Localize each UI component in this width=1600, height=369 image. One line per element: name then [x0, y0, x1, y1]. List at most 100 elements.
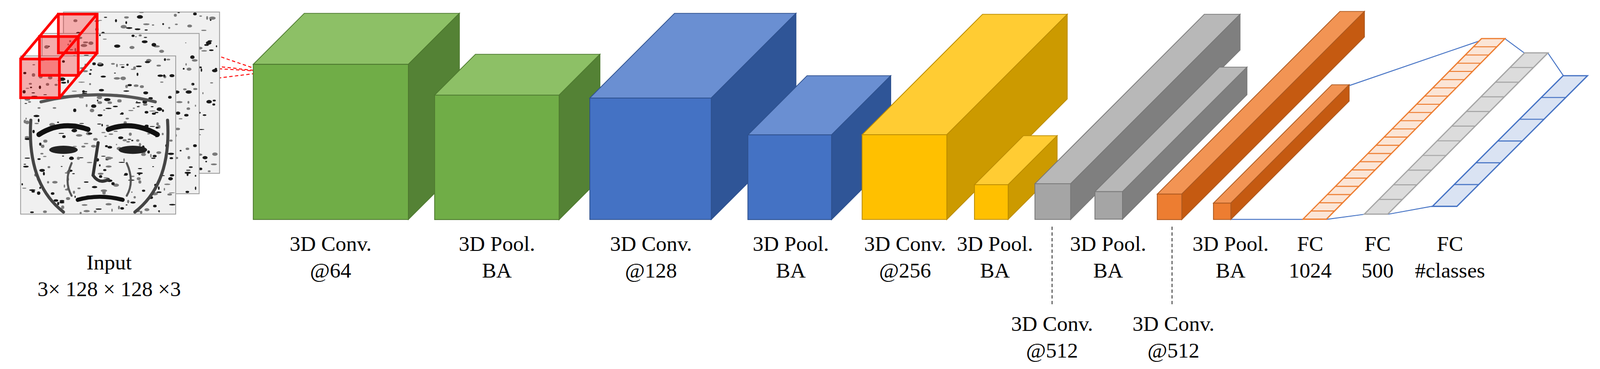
texture-dot: [187, 24, 192, 28]
vector-cell-divider: [1393, 184, 1417, 186]
texture-dot: [190, 82, 195, 86]
texture-dot: [200, 29, 207, 32]
texture-dot: [42, 210, 47, 213]
texture-dot: [105, 108, 112, 110]
vector-cell-divider: [1440, 79, 1465, 81]
layer-size: BA: [458, 257, 536, 284]
texture-dot: [23, 119, 26, 124]
texture-dot: [123, 90, 130, 92]
face-stroke: [77, 197, 123, 200]
texture-dot: [188, 166, 193, 169]
texture-dot: [136, 15, 143, 19]
texture-dot: [108, 133, 113, 136]
texture-dot: [69, 156, 74, 160]
texture-dot: [169, 74, 175, 78]
texture-dot: [185, 190, 189, 194]
texture-dot: [177, 12, 180, 14]
layer-type: 3D Conv.: [289, 230, 372, 258]
texture-dot: [156, 122, 159, 127]
texture-dot: [138, 34, 142, 37]
texture-dot: [89, 69, 92, 71]
face-stroke: [134, 120, 168, 213]
texture-dot: [150, 106, 154, 108]
texture-dot: [107, 146, 112, 150]
texture-dot: [84, 91, 88, 93]
texture-dot: [37, 119, 40, 123]
texture-dot: [101, 123, 103, 127]
texture-dot: [93, 210, 97, 213]
texture-dot: [167, 152, 174, 156]
texture-dot: [192, 144, 197, 148]
texture-dot: [178, 118, 183, 120]
texture-dot: [117, 206, 120, 210]
texture-dot: [155, 126, 159, 130]
vector-cell-divider: [1400, 120, 1424, 122]
texture-dot: [129, 46, 135, 50]
texture-dot: [112, 105, 119, 108]
cube-front: [434, 94, 560, 220]
texture-dot: [158, 210, 160, 212]
texture-dot: [156, 151, 161, 155]
face-sketch: [29, 94, 168, 213]
input-volume: Input3× 128 × 128 ×3: [18, 9, 223, 217]
texture-dot: [127, 84, 132, 87]
texture-dot: [105, 203, 112, 206]
layer-label: 3D Conv.@256: [864, 230, 946, 284]
layer-label: 3D Conv.@128: [610, 230, 693, 284]
vector-cell-divider: [1392, 128, 1416, 130]
texture-dot: [118, 161, 125, 163]
vector-cell-divider: [1432, 87, 1457, 89]
texture-dot: [211, 152, 218, 157]
texture-dot: [192, 88, 198, 90]
layer-size: BA: [1192, 257, 1269, 284]
texture-dot: [71, 173, 75, 175]
texture-dot: [127, 199, 130, 204]
texture-dot: [27, 101, 31, 104]
texture-dot: [71, 90, 77, 92]
texture-dot: [130, 139, 134, 142]
layer-connector: [1326, 38, 1525, 219]
texture-dot: [123, 158, 125, 162]
shape-group: [1432, 75, 1588, 207]
texture-dot: [103, 98, 110, 102]
texture-dot: [98, 19, 102, 21]
vector-cell-divider: [1454, 183, 1479, 185]
texture-dot: [157, 186, 160, 190]
dashed-leader: [1051, 226, 1053, 306]
texture-dot: [33, 115, 40, 118]
texture-dot: [78, 81, 85, 83]
texture-dot: [138, 180, 141, 184]
texture-dot: [156, 107, 163, 112]
fc-layer-vector: FC#classes: [1432, 75, 1588, 207]
texture-dot: [100, 132, 106, 134]
layer-size: @512: [1011, 337, 1094, 364]
texture-dot: [76, 157, 80, 160]
texture-dot: [72, 108, 77, 112]
vector-cell-divider: [1422, 155, 1446, 157]
texture-dot: [104, 135, 108, 138]
texture-dot: [161, 132, 164, 136]
texture-dot: [191, 59, 198, 62]
vector-cell-divider: [1480, 96, 1505, 98]
texture-dot: [208, 49, 214, 51]
texture-dot: [99, 164, 101, 167]
kernel-cube: [20, 14, 98, 99]
texture-dot: [111, 208, 113, 213]
kernel-edge: [59, 14, 97, 60]
texture-dot: [108, 157, 113, 160]
texture-dot: [169, 157, 173, 160]
texture-dot: [159, 81, 164, 83]
texture-dot: [39, 142, 42, 147]
texture-dot: [105, 125, 109, 128]
texture-dot: [129, 201, 136, 204]
texture-dot: [163, 183, 170, 186]
texture-dot: [114, 19, 117, 23]
dashed-leader: [1171, 226, 1173, 306]
layer-label: 3D Pool.BA: [1070, 230, 1147, 284]
texture-dot: [111, 182, 115, 186]
texture-dot: [61, 135, 66, 139]
texture-dot: [167, 193, 172, 197]
cube-front: [862, 134, 947, 220]
texture-dot: [163, 58, 166, 62]
